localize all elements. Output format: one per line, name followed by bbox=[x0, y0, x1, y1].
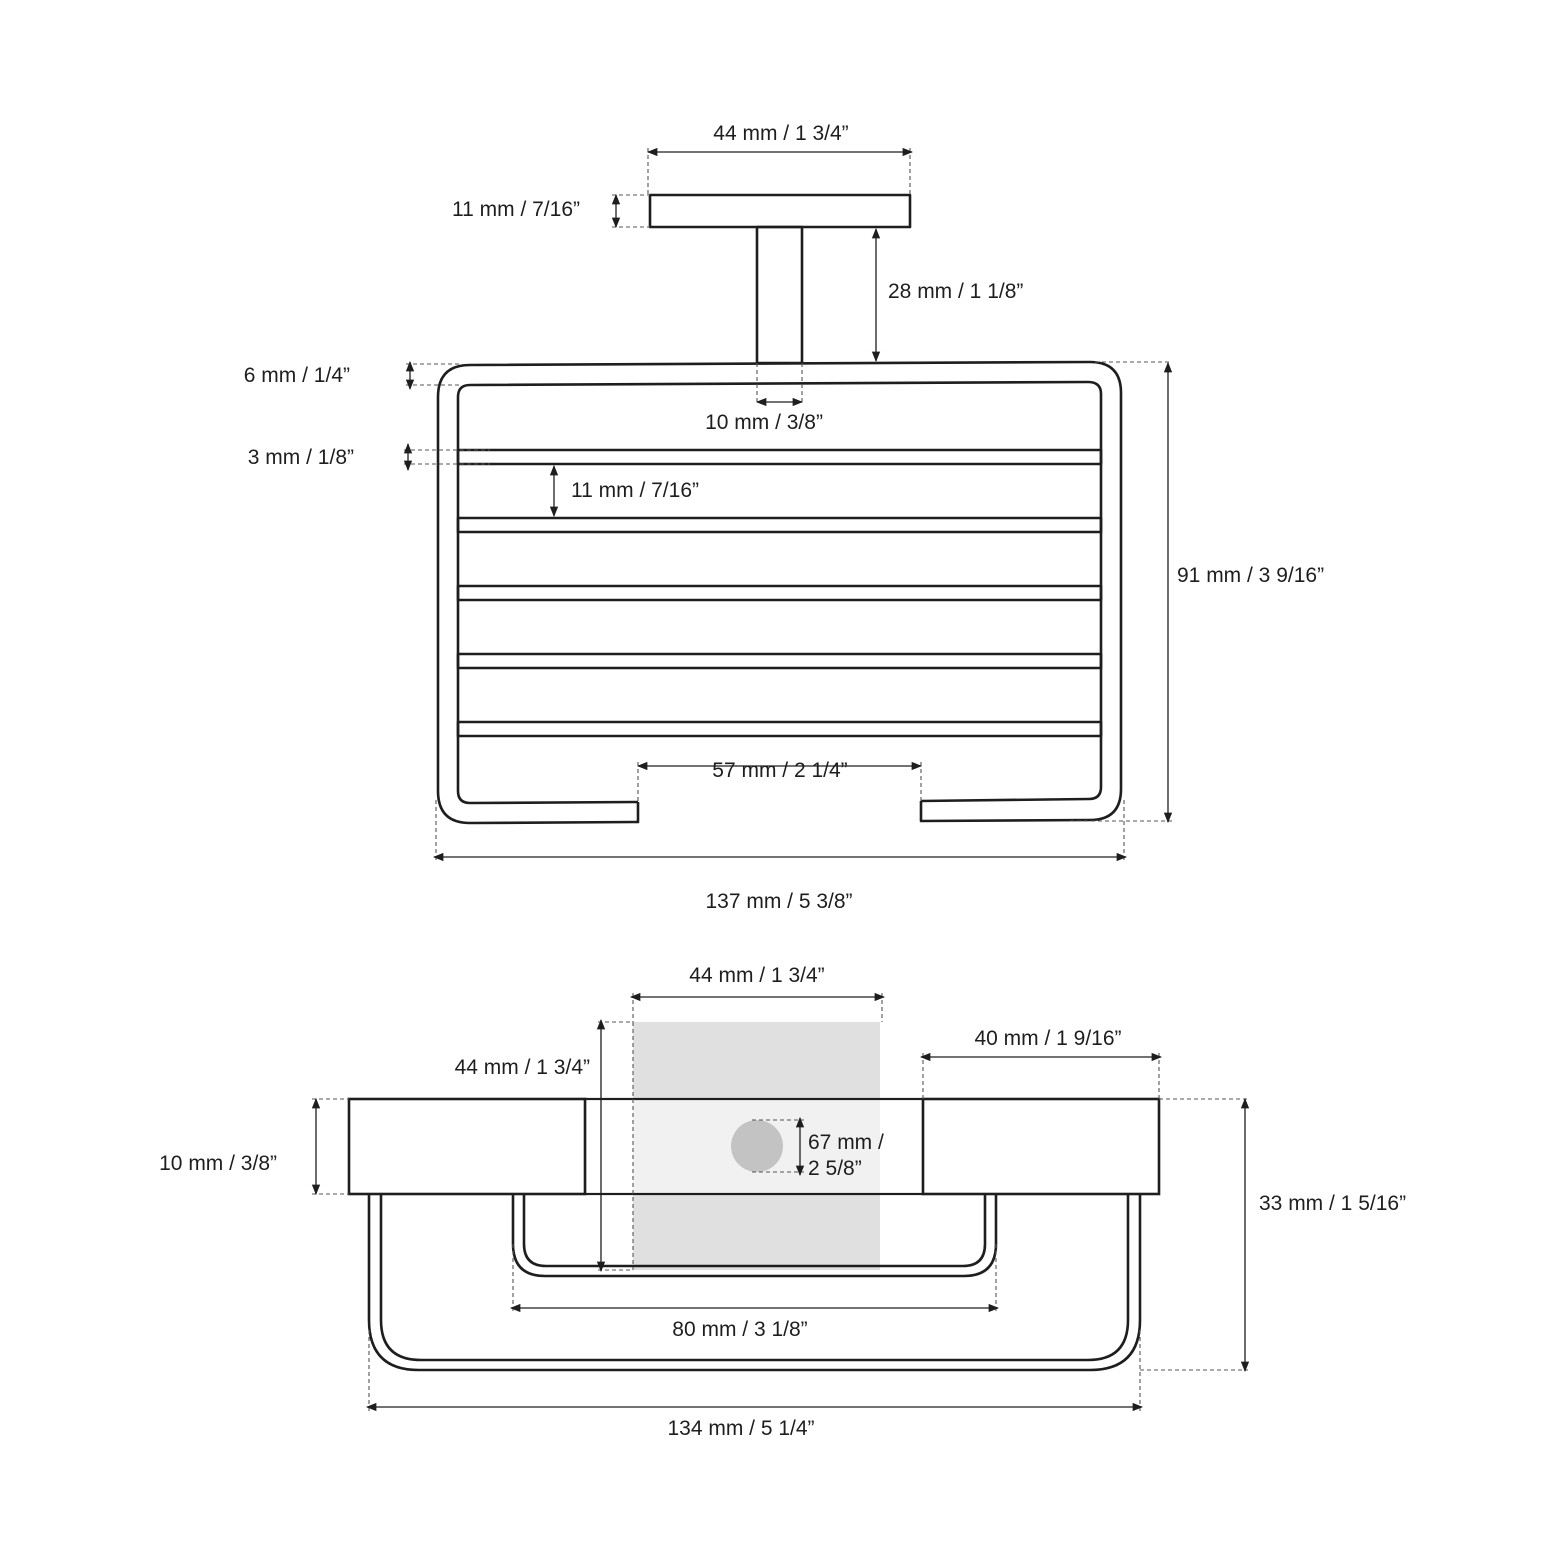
dim-hole-spacing-line1: 67 mm / bbox=[808, 1131, 884, 1154]
dim-pad-thickness: 10 mm / 3/8” bbox=[159, 1152, 277, 1175]
basket-slats bbox=[456, 448, 1103, 738]
dim-overall-width: 137 mm / 5 3/8” bbox=[705, 890, 852, 913]
front-view: 44 mm / 1 3/4” 11 mm / 7/16” 28 mm / 1 1… bbox=[244, 122, 1324, 913]
dim-overall-width-top: 134 mm / 5 1/4” bbox=[667, 1417, 814, 1440]
slat bbox=[456, 584, 1103, 602]
dim-rim-thickness: 6 mm / 1/4” bbox=[244, 364, 350, 387]
basket-frame-outer bbox=[436, 360, 1123, 825]
basket-frame-inner bbox=[456, 380, 1103, 805]
slat bbox=[456, 516, 1103, 534]
inner-loop-inner bbox=[522, 1194, 987, 1268]
dim-stem-length: 28 mm / 1 1/8” bbox=[888, 280, 1023, 303]
wall-mount-plate bbox=[648, 193, 912, 229]
dim-pad-width: 40 mm / 1 9/16” bbox=[974, 1027, 1121, 1050]
mount-stem bbox=[755, 225, 804, 365]
dim-height: 91 mm / 3 9/16” bbox=[1177, 564, 1324, 587]
screw-hole bbox=[731, 1120, 783, 1172]
dim-mount-width: 44 mm / 1 3/4” bbox=[713, 122, 848, 145]
dim-slat-thickness: 3 mm / 1/8” bbox=[248, 446, 354, 469]
dim-opening-width: 57 mm / 2 1/4” bbox=[712, 759, 847, 782]
slat bbox=[456, 448, 1103, 466]
left-pad bbox=[347, 1097, 587, 1196]
dim-depth: 33 mm / 1 5/16” bbox=[1259, 1192, 1406, 1215]
dim-plate-height: 44 mm / 1 3/4” bbox=[455, 1056, 590, 1079]
inner-loop-outer bbox=[511, 1194, 998, 1278]
dim-slat-spacing: 11 mm / 7/16” bbox=[571, 479, 699, 502]
dim-mount-thickness: 11 mm / 7/16” bbox=[452, 198, 580, 221]
right-pad bbox=[921, 1097, 1161, 1196]
outer-loop-outer bbox=[367, 1194, 1142, 1372]
slat bbox=[456, 652, 1103, 670]
dim-hole-spacing-line2: 2 5/8” bbox=[808, 1157, 862, 1180]
dim-stem-width: 10 mm / 3/8” bbox=[705, 411, 823, 434]
top-view: 44 mm / 1 3/4” 44 mm / 1 3/4” 40 mm / 1 … bbox=[159, 964, 1406, 1440]
outer-loop-inner bbox=[379, 1194, 1130, 1362]
slat bbox=[456, 720, 1103, 738]
dim-plate-width: 44 mm / 1 3/4” bbox=[689, 964, 824, 987]
dim-inner-width: 80 mm / 3 1/8” bbox=[672, 1318, 807, 1341]
